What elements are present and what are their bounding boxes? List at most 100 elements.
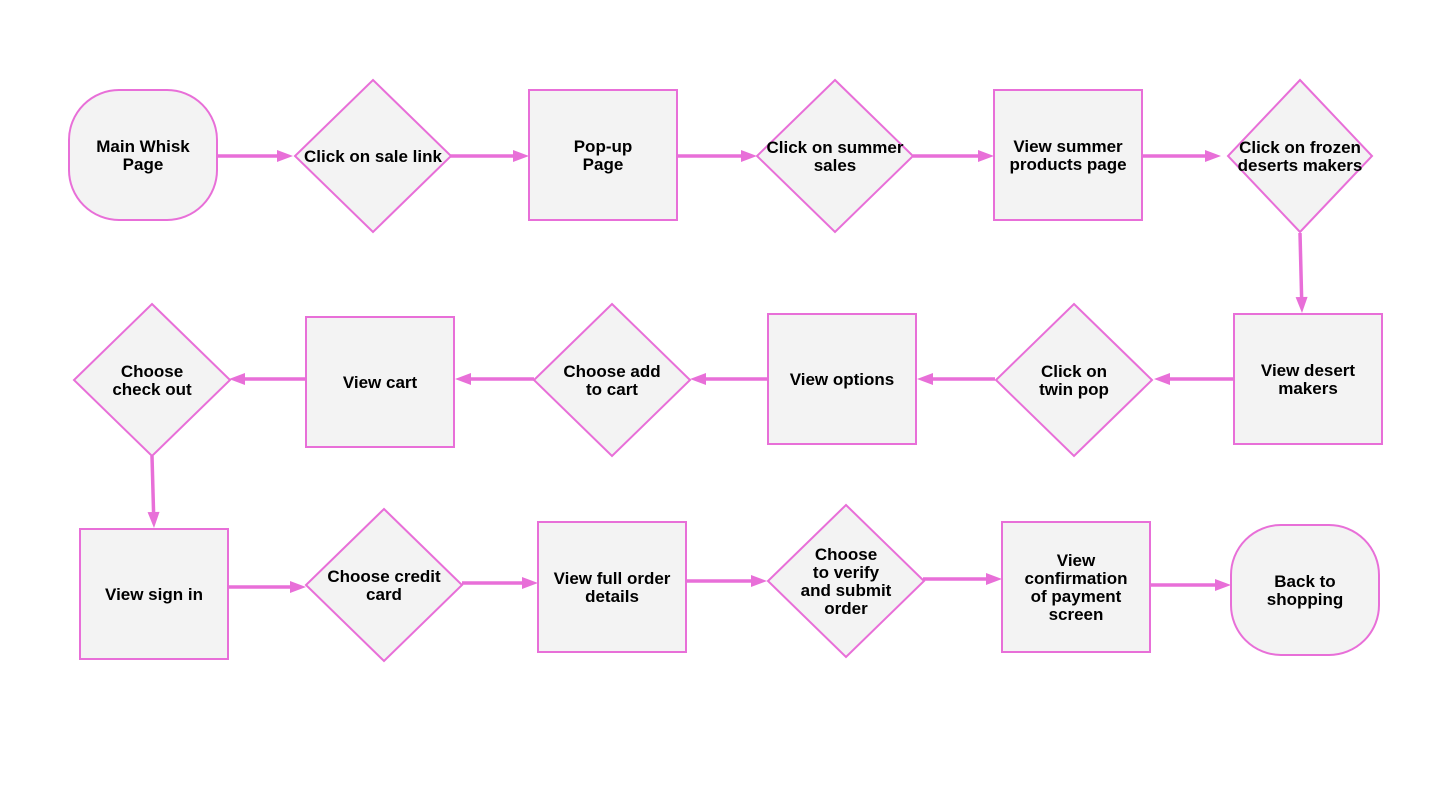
node-label: and submit — [801, 581, 892, 600]
node-label: Page — [583, 155, 624, 174]
edge-choose-credit-card-to-view-full-order-details — [462, 577, 538, 589]
terminal-rounded-box — [1230, 524, 1380, 656]
node-label: twin pop — [1039, 380, 1109, 399]
edge-click-on-frozen-deserts-makers-to-view-desert-makers — [1295, 232, 1308, 313]
node-view-options: View options — [767, 313, 917, 445]
node-label: details — [585, 587, 639, 606]
node-label: View — [1057, 551, 1096, 570]
terminal-rounded-box — [68, 89, 218, 221]
node-label: View cart — [343, 373, 418, 392]
process-box — [528, 89, 678, 221]
node-view-sign-in: View sign in — [79, 528, 229, 660]
process-box — [305, 316, 455, 448]
node-label: Choose — [121, 362, 183, 381]
node-label: Choose credit — [327, 567, 441, 586]
edge-view-options-to-choose-add-to-cart — [690, 373, 769, 385]
node-label: Click on sale link — [304, 147, 442, 166]
node-label: View sign in — [105, 585, 203, 604]
decision-diamond — [532, 302, 692, 458]
edge-click-on-twin-pop-to-view-options — [917, 373, 995, 385]
node-label: View options — [790, 370, 895, 389]
arrow-head-icon — [978, 150, 994, 162]
edge-click-on-sale-link-to-pop-up-page — [449, 150, 529, 162]
edge-view-sign-in-to-choose-credit-card — [229, 581, 306, 593]
edge-view-full-order-details-to-choose-to-verify-and-submit-order — [686, 575, 767, 587]
edge-view-cart-to-choose-check-out — [229, 373, 306, 385]
edge-view-confirmation-of-payment-screen-to-back-to-shopping — [1150, 579, 1231, 591]
arrow-head-icon — [229, 373, 245, 385]
node-label: check out — [112, 380, 192, 399]
node-label: to verify — [813, 563, 880, 582]
edge-line — [150, 455, 156, 513]
node-label: order — [824, 599, 868, 618]
decision-diamond — [72, 302, 232, 458]
node-view-cart: View cart — [305, 316, 455, 448]
edge-main-whisk-page-to-click-on-sale-link — [217, 150, 293, 162]
edge-pop-up-page-to-click-on-summer-sales — [677, 150, 757, 162]
node-label: Choose add — [563, 362, 660, 381]
decision-diamond — [994, 302, 1154, 458]
process-box — [537, 521, 687, 653]
arrow-head-icon — [690, 373, 706, 385]
arrow-head-icon — [1205, 150, 1221, 162]
arrow-head-icon — [277, 150, 293, 162]
arrow-head-icon — [751, 575, 767, 587]
edge-view-desert-makers-to-click-on-twin-pop — [1154, 373, 1234, 385]
node-label: products page — [1009, 155, 1126, 174]
process-box — [993, 89, 1143, 221]
edge-choose-check-out-to-view-sign-in — [147, 455, 160, 528]
node-label: of payment — [1031, 587, 1122, 606]
decision-diamond — [1226, 78, 1374, 234]
node-click-on-sale-link: Click on sale link — [293, 78, 453, 234]
node-label: Main Whisk — [96, 137, 190, 156]
node-label: to cart — [586, 380, 638, 399]
process-box — [1233, 313, 1383, 445]
node-label: sales — [814, 156, 857, 175]
node-label: Click on frozen — [1239, 138, 1361, 157]
node-label: shopping — [1267, 590, 1343, 609]
node-label: Choose — [815, 545, 877, 564]
arrow-head-icon — [522, 577, 538, 589]
edge-choose-add-to-cart-to-view-cart — [455, 373, 534, 385]
decision-diamond — [755, 78, 915, 234]
node-label: card — [366, 585, 402, 604]
process-box — [79, 528, 229, 660]
node-label: View full order — [554, 569, 671, 588]
edge-line — [1298, 232, 1304, 298]
node-label: View desert — [1261, 361, 1356, 380]
decision-diamond — [293, 78, 453, 234]
edge-choose-to-verify-and-submit-order-to-view-confirmation-of-payment-screen — [923, 573, 1002, 585]
node-label: confirmation — [1025, 569, 1128, 588]
process-box — [767, 313, 917, 445]
flow-edges — [147, 150, 1308, 593]
node-label: makers — [1278, 379, 1338, 398]
edge-click-on-summer-sales-to-view-summer-products-page — [913, 150, 994, 162]
arrow-head-icon — [513, 150, 529, 162]
node-label: Pop-up — [574, 137, 633, 156]
node-label: View summer — [1013, 137, 1123, 156]
arrow-head-icon — [455, 373, 471, 385]
node-label: Page — [123, 155, 164, 174]
arrow-head-icon — [1295, 296, 1308, 313]
arrow-head-icon — [917, 373, 933, 385]
arrow-head-icon — [290, 581, 306, 593]
decision-diamond — [766, 503, 926, 659]
arrow-head-icon — [147, 511, 160, 528]
arrow-head-icon — [986, 573, 1002, 585]
node-label: deserts makers — [1238, 156, 1363, 175]
decision-diamond — [304, 507, 464, 663]
edge-view-summer-products-page-to-click-on-frozen-deserts-makers — [1142, 150, 1221, 162]
